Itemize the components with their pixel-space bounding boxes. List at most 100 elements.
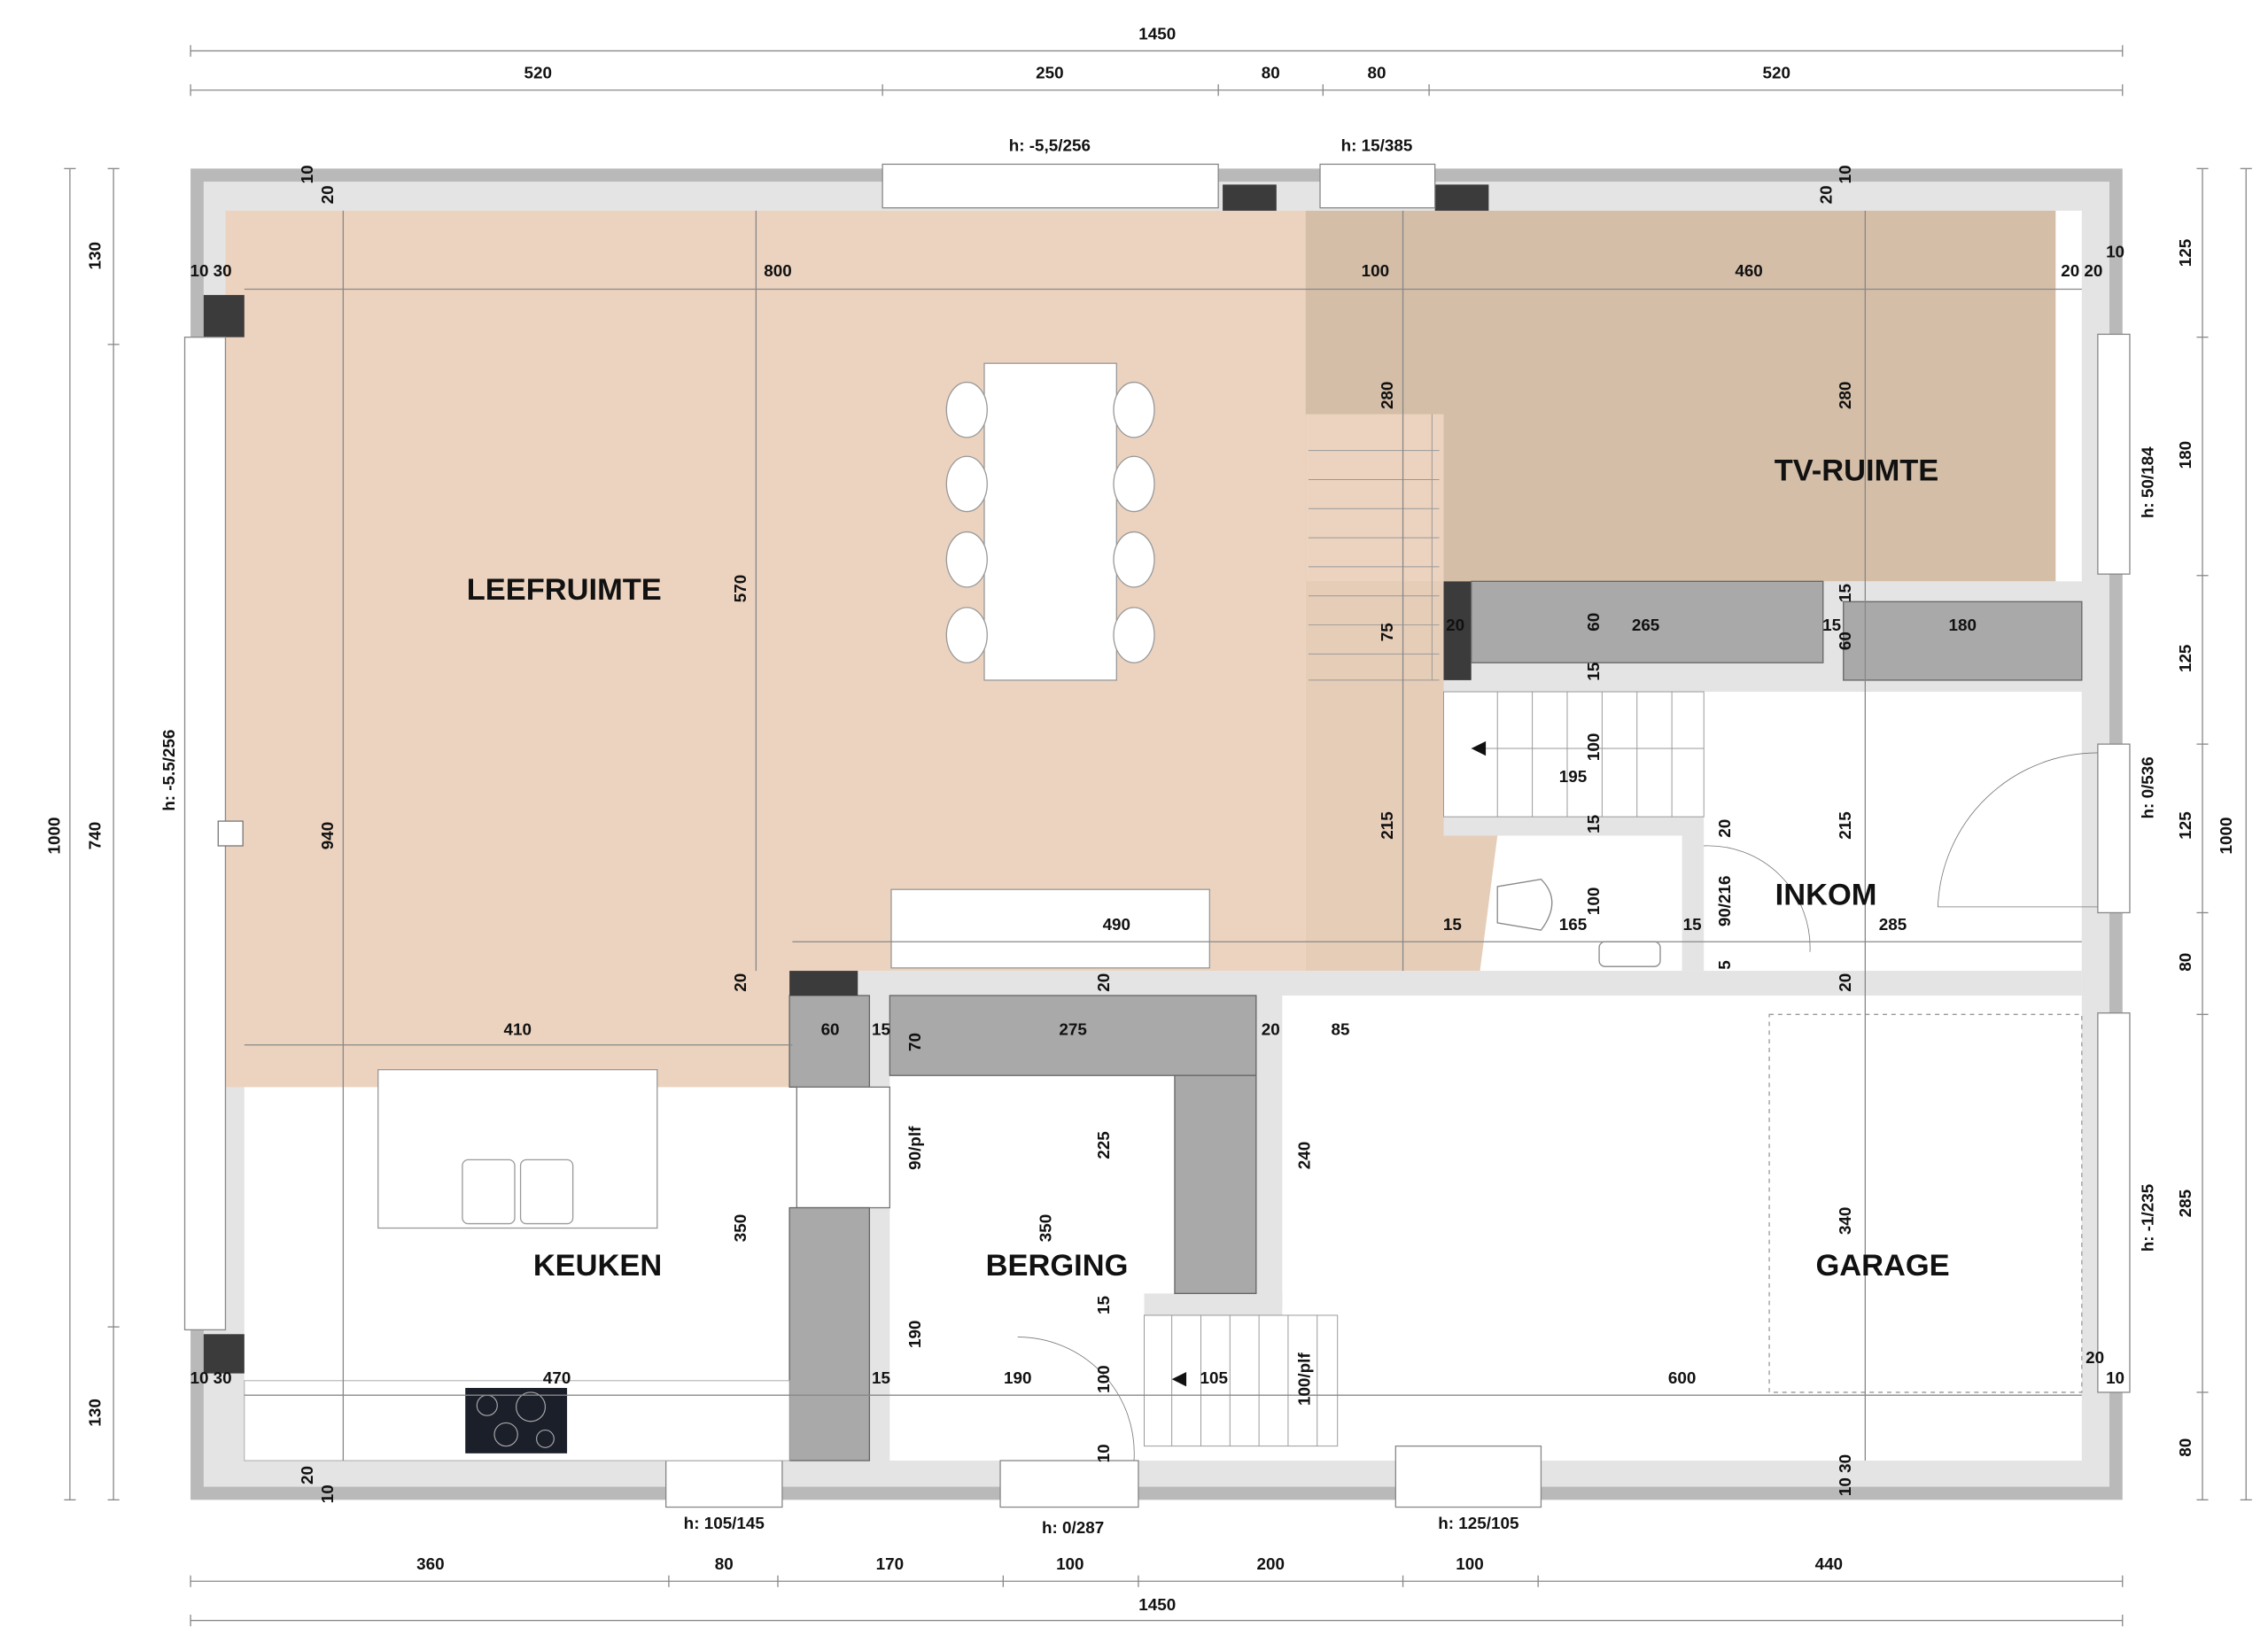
wall-toilet bbox=[1682, 835, 1705, 972]
dim-label-total: 1450 bbox=[1138, 24, 1176, 43]
room-label-berging: BERGING bbox=[986, 1249, 1129, 1283]
dim-label: 10 30 bbox=[1836, 1454, 1854, 1496]
wall-berging-garage bbox=[1255, 995, 1283, 1308]
dim-label: 75 bbox=[1378, 623, 1396, 641]
wall-keuken-berging bbox=[869, 995, 890, 1461]
cabinet-berging-top bbox=[889, 995, 1257, 1076]
stair-landing bbox=[1305, 414, 1444, 582]
front-door bbox=[2097, 743, 2131, 914]
dim-label: 460 bbox=[1735, 261, 1762, 280]
window-height-label: h: -1/235 bbox=[2138, 1184, 2156, 1252]
dim-label: 275 bbox=[1059, 1019, 1086, 1038]
dim-label: 20 bbox=[2085, 1348, 2104, 1367]
dim-label: 285 bbox=[1879, 915, 1907, 934]
dim-label: 105 bbox=[1200, 1368, 1228, 1387]
dim-label-top: 80 bbox=[1262, 64, 1280, 82]
dim-label: 490 bbox=[1103, 915, 1130, 934]
dim-label: 600 bbox=[1668, 1368, 1696, 1387]
dim-label-top: 520 bbox=[1763, 64, 1790, 82]
column-dark bbox=[203, 1334, 245, 1374]
window-top-1 bbox=[882, 163, 1219, 209]
window-right-1 bbox=[2097, 333, 2131, 575]
dim-label: 340 bbox=[1836, 1207, 1854, 1235]
dim-label: 570 bbox=[731, 575, 750, 602]
sink-icon bbox=[462, 1159, 574, 1225]
wall-inkom-garage bbox=[792, 971, 2082, 996]
dim-label-right: 180 bbox=[2176, 441, 2194, 469]
dim-label: 180 bbox=[1949, 616, 1977, 634]
dim-label: 15 bbox=[1584, 815, 1603, 833]
window-height-label: h: 15/385 bbox=[1341, 136, 1413, 155]
dim-label: 15 bbox=[1836, 584, 1854, 602]
column-dark bbox=[1443, 581, 1472, 680]
window-height-label: h: 50/184 bbox=[2138, 446, 2156, 518]
dim-label: 15 bbox=[1584, 663, 1603, 681]
dim-label-total: 1000 bbox=[2217, 818, 2235, 855]
dim-label: 20 bbox=[298, 1466, 316, 1484]
window-height-label: h: -5,5/256 bbox=[1009, 136, 1091, 155]
dining-table bbox=[983, 362, 1117, 681]
dim-label: 280 bbox=[1378, 382, 1396, 409]
dim-label: 240 bbox=[1295, 1142, 1314, 1169]
window-height-label: h: 0/287 bbox=[1042, 1518, 1104, 1537]
cabinet-inkom bbox=[1843, 601, 2083, 681]
dim-label: 100 bbox=[1362, 261, 1389, 280]
dim-label: 90/216 bbox=[1715, 875, 1734, 926]
dim-label-bottom: 200 bbox=[1257, 1554, 1285, 1573]
room-label-garage: GARAGE bbox=[1815, 1249, 1949, 1283]
car-bay bbox=[1768, 1013, 2083, 1393]
window-bottom-garage bbox=[1394, 1445, 1542, 1508]
dim-label: 20 bbox=[318, 185, 337, 204]
dim-label: 215 bbox=[1836, 811, 1854, 839]
cabinet-tv bbox=[1471, 580, 1824, 663]
dim-label: 10 bbox=[298, 165, 316, 183]
dim-label-right: 125 bbox=[2176, 811, 2194, 839]
dim-label: 10 30 bbox=[190, 261, 231, 280]
dim-label: 350 bbox=[1037, 1214, 1055, 1242]
cooktop-icon bbox=[465, 1388, 568, 1453]
bar-counter bbox=[890, 888, 1210, 969]
dim-label: 90/plf bbox=[905, 1126, 924, 1170]
room-label-leefruimte: LEEFRUIMTE bbox=[467, 573, 662, 607]
dim-label-top: 80 bbox=[1368, 64, 1386, 82]
dim-label-left: 130 bbox=[85, 1399, 104, 1426]
dim-label: 20 bbox=[1262, 1019, 1280, 1038]
dim-label: 215 bbox=[1378, 811, 1396, 839]
stair-arrow-icon bbox=[1171, 1371, 1187, 1387]
dim-label-top: 520 bbox=[524, 64, 552, 82]
dim-label: 100 bbox=[1094, 1365, 1113, 1392]
dim-label: 15 bbox=[872, 1019, 890, 1038]
room-label-tv-ruimte: TV-RUIMTE bbox=[1775, 453, 1939, 487]
wall-berging-stair bbox=[1144, 1293, 1283, 1315]
dim-label: 265 bbox=[1632, 616, 1659, 634]
dim-label-bottom: 440 bbox=[1815, 1554, 1843, 1573]
column-dark bbox=[789, 971, 858, 996]
dim-label: 10 bbox=[1836, 165, 1854, 183]
dim-label: 280 bbox=[1836, 382, 1854, 409]
dim-label-left: 740 bbox=[85, 822, 104, 849]
dim-label: 20 bbox=[731, 973, 750, 992]
dim-label: 165 bbox=[1559, 915, 1587, 934]
staircase-inkom bbox=[1443, 691, 1705, 818]
dim-label: 470 bbox=[543, 1368, 571, 1387]
dim-label-bottom: 100 bbox=[1456, 1554, 1483, 1573]
dim-label: 190 bbox=[1004, 1368, 1031, 1387]
dim-label-bottom: 100 bbox=[1056, 1554, 1084, 1573]
dim-label: 20 bbox=[1715, 819, 1734, 838]
dim-label: 60 bbox=[821, 1019, 840, 1038]
dim-label: 410 bbox=[504, 1019, 532, 1038]
dim-label: 60 bbox=[1584, 613, 1603, 632]
cabinet-berging-right bbox=[1174, 1074, 1257, 1295]
dim-label-right: 80 bbox=[2176, 1438, 2194, 1457]
dim-label-total: 1450 bbox=[1138, 1595, 1176, 1614]
column-dark bbox=[1434, 184, 1489, 211]
dim-label: 20 bbox=[1836, 973, 1854, 992]
dim-label: 10 bbox=[318, 1484, 337, 1503]
dim-label: 195 bbox=[1559, 767, 1587, 786]
dim-label-top: 250 bbox=[1036, 64, 1063, 82]
dim-label: 15 bbox=[1683, 915, 1702, 934]
dim-label: 15 bbox=[1443, 915, 1462, 934]
dimension-lines bbox=[69, 50, 2247, 1622]
fridge bbox=[796, 1086, 890, 1209]
